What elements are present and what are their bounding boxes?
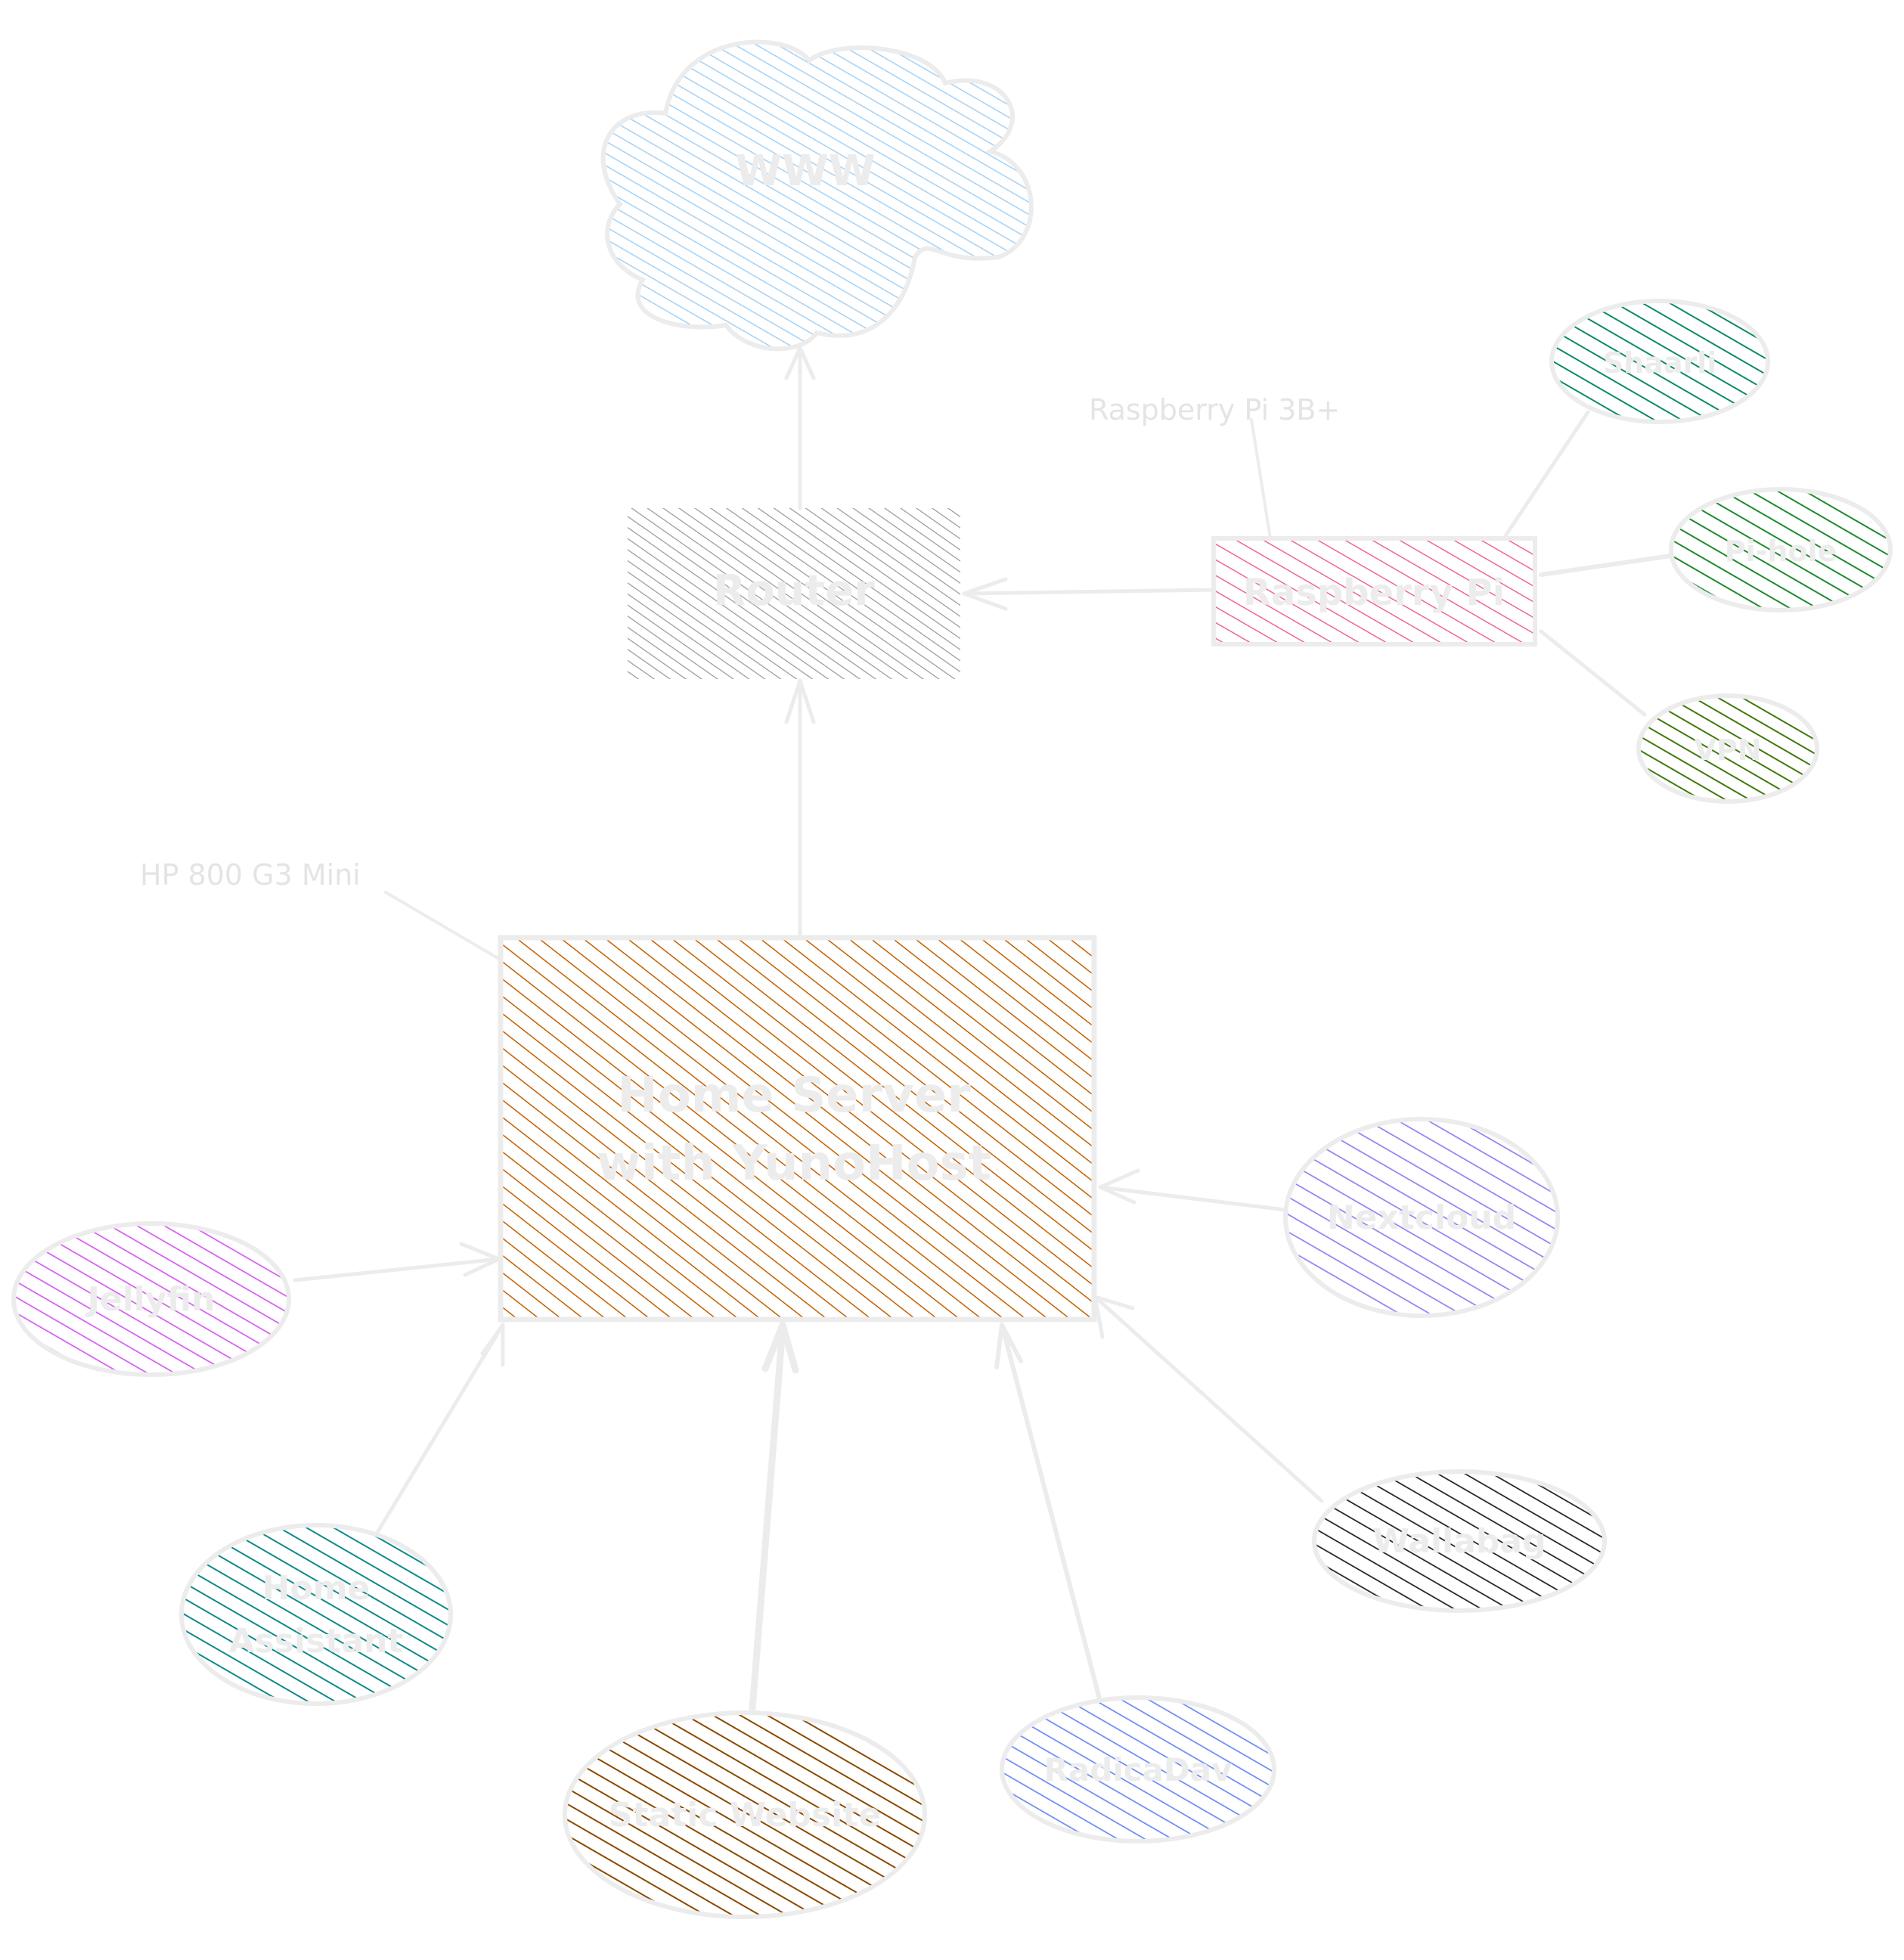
edge-raspberry-svc2 [1539, 554, 1673, 577]
home-server-label-line1: Home Server [617, 1068, 971, 1124]
edge-raspberry-router [962, 577, 1216, 611]
www-label: WWW [735, 147, 875, 196]
static-website-node: Static Website [563, 1710, 927, 1919]
edge-router-www [784, 346, 816, 510]
raspberry-pi-node: Raspberry Pi [1211, 536, 1537, 647]
connectors [293, 346, 1673, 1713]
wallabag-label: Wallabag [1372, 1522, 1546, 1561]
annotation-pointer-server [384, 891, 501, 960]
raspberry-pi-label: Raspberry Pi [1243, 572, 1505, 614]
annotation-pointer-raspberry [1250, 418, 1272, 540]
home-server-label-line2: with YunoHost [597, 1136, 992, 1192]
edge-website-home [749, 1321, 799, 1713]
edge-jellyfin-home [293, 1242, 501, 1282]
pi-service-1-label: Shaarli [1603, 346, 1717, 380]
nextcloud-label: Nextcloud [1327, 1199, 1516, 1237]
router-node: Router [628, 508, 960, 679]
nextcloud-node: Nextcloud [1283, 1117, 1560, 1318]
radicale-node: RadicaDav [1000, 1695, 1276, 1844]
pi-service-3-label: VPN [1694, 733, 1761, 767]
edge-nextcloud-home [1098, 1168, 1288, 1212]
static-website-label: Static Website [609, 1796, 881, 1834]
jellyfin-node: Jellyfin [11, 1221, 291, 1377]
server-model-annotation: HP 800 G3 Mini [140, 858, 361, 892]
radicale-label: RadicaDav [1044, 1751, 1233, 1788]
pi-service-2-label: Pi-hole [1725, 535, 1837, 568]
home-assistant-label-line1: Home [262, 1569, 371, 1608]
pi-service-1-node: Shaarli [1549, 299, 1770, 424]
home-server-node: Home Server with YunoHost [498, 935, 1097, 1323]
edge-homeserver-router [784, 678, 816, 938]
edge-raspberry-svc3 [1539, 629, 1647, 717]
edge-homeassistant-home [376, 1323, 505, 1534]
jellyfin-label: Jellyfin [85, 1280, 216, 1319]
edge-raspberry-svc1 [1502, 410, 1590, 539]
edge-wallabag-home [1093, 1295, 1324, 1503]
router-label: Router [713, 566, 875, 616]
home-assistant-label-line2: Assistant [229, 1622, 404, 1661]
home-assistant-node: Home Assistant [179, 1523, 453, 1706]
pi-service-3-node: VPN [1636, 693, 1819, 804]
www-cloud: WWW [600, 39, 1034, 352]
wallabag-node: Wallabag [1312, 1469, 1607, 1613]
raspberry-model-annotation: Raspberry Pi 3B+ [1089, 393, 1340, 426]
edge-radicale-home [994, 1323, 1102, 1704]
pi-service-2-node: Pi-hole [1669, 487, 1893, 612]
